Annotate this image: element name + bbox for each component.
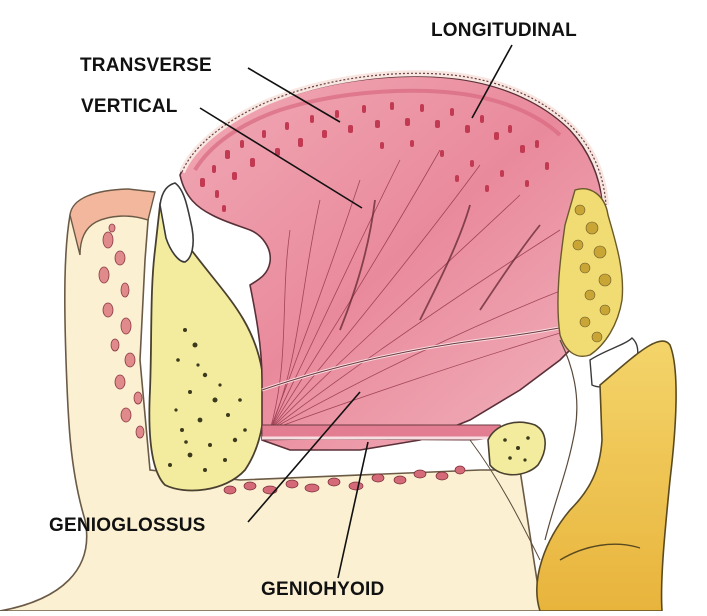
vocal-fold-line: [559, 543, 641, 561]
leader-genioglossus: [247, 391, 361, 523]
incisor-tooth: [159, 182, 194, 263]
leader-transverse: [247, 67, 341, 123]
pharyngeal-wall: [544, 339, 578, 541]
tongue-papillae-line: [181, 72, 607, 206]
transverse-muscle-fibers: [200, 102, 549, 212]
label-genioglossus: GENIOGLOSSUS: [49, 515, 206, 536]
hyoid-trabeculae: [503, 436, 530, 462]
leader-longitudinal: [471, 44, 513, 119]
leader-vertical: [199, 107, 363, 209]
leader-lines: [199, 44, 513, 579]
label-longitudinal: LONGITUDINAL: [431, 20, 577, 41]
neck-fascia-line: [469, 439, 541, 561]
tonsil-nodules: [572, 204, 612, 343]
bone-trabeculae: [168, 328, 247, 472]
mandible-bone: [148, 202, 266, 492]
larynx-cartilage: [536, 340, 677, 612]
longitudinal-muscle-band: [193, 88, 562, 172]
label-vertical: VERTICAL: [81, 96, 178, 117]
label-geniohyoid: GENIOHYOID: [261, 579, 385, 600]
vertical-muscle-fiber-lines: [339, 199, 541, 331]
leader-geniohyoid: [337, 441, 369, 579]
submandibular-tissue: [223, 465, 466, 495]
lower-lip: [69, 188, 156, 256]
label-transverse: TRANSVERSE: [80, 55, 212, 76]
lip-glands: [98, 223, 145, 439]
